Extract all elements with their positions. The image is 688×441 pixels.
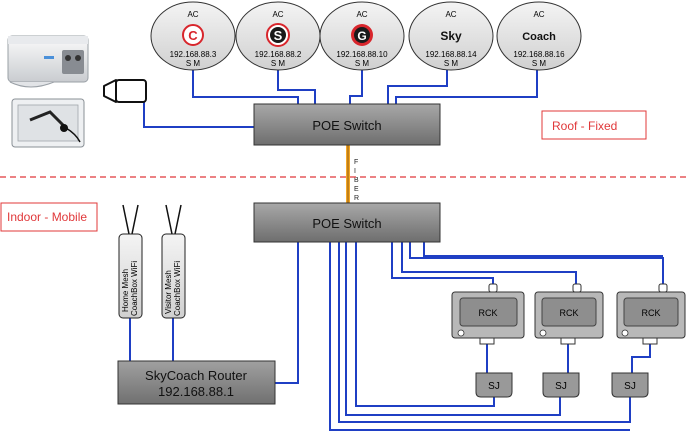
- svg-text:RCK: RCK: [641, 308, 660, 318]
- ap-sm: S M: [271, 59, 286, 68]
- indoor-poe-switch: POE Switch: [253, 202, 441, 243]
- camera-mount-open-icon: [11, 98, 85, 148]
- wifi-label: Home Mesh: [121, 269, 130, 312]
- svg-text:RCK: RCK: [478, 308, 497, 318]
- ap-top-label: AC: [533, 10, 544, 19]
- indoor-zone-label: Indoor - Mobile: [0, 202, 98, 232]
- ap-ip: 192.168.88.16: [513, 50, 565, 59]
- link-switch-sj2: [345, 242, 561, 416]
- ap-ip: 192.168.88.14: [425, 50, 477, 59]
- link-switch-rck3: [409, 242, 664, 289]
- ap-sm: S M: [186, 59, 201, 68]
- link-switch-rck1: [391, 242, 494, 289]
- link-ap3-switch: [349, 70, 363, 104]
- ap-top-label: AC: [445, 10, 456, 19]
- svg-text:SJ: SJ: [624, 381, 636, 392]
- fiber-letter: I: [354, 168, 356, 175]
- link-ap5-switch: [395, 70, 538, 104]
- network-links: [129, 70, 664, 431]
- link-switch-sj1: [355, 242, 495, 407]
- fiber-letter: E: [354, 186, 359, 193]
- wifi-label: Visitor Mesh: [164, 270, 173, 314]
- wifi-device: Visitor Mesh CoachBox WiFi: [161, 204, 186, 319]
- ap-top-label: AC: [187, 10, 198, 19]
- access-point: AC G 192.168.88.10 S M: [319, 1, 405, 71]
- fiber-letter: F: [354, 159, 358, 166]
- svg-text:C: C: [188, 28, 198, 43]
- ap-top-label: AC: [272, 10, 283, 19]
- ap-sm: S M: [444, 59, 459, 68]
- access-point: AC Coach 192.168.88.16 S M: [496, 1, 582, 71]
- fiber-letter: B: [354, 177, 359, 184]
- wifi-label: CoachBox WiFi: [130, 261, 139, 316]
- video-camera-icon: [103, 79, 147, 103]
- svg-text:G: G: [357, 29, 366, 43]
- access-point: AC C 192.168.88.3 S M: [150, 1, 236, 71]
- svg-text:Indoor - Mobile: Indoor - Mobile: [7, 210, 87, 224]
- ap-top-label: AC: [356, 10, 367, 19]
- junction-sj: SJ: [542, 372, 580, 398]
- svg-text:POE Switch: POE Switch: [312, 216, 381, 231]
- link-switch-sj3: [338, 242, 631, 423]
- s-logo-icon: S: [266, 23, 290, 47]
- svg-text:S: S: [274, 28, 283, 43]
- skycoach-router: SkyCoach Router 192.168.88.1: [117, 360, 276, 405]
- link-camera-switch: [143, 94, 254, 128]
- ap-sm: S M: [532, 59, 547, 68]
- ap-ip: 192.168.88.2: [255, 50, 302, 59]
- rack-unit: RCK: [534, 283, 604, 345]
- svg-text:Roof - Fixed: Roof - Fixed: [552, 119, 617, 133]
- link-ap2-switch: [277, 70, 316, 104]
- ap-ip: 192.168.88.10: [336, 50, 388, 59]
- link-ap1-switch: [192, 70, 299, 104]
- ap-logo-text: Coach: [522, 31, 556, 43]
- wifi-device: Home Mesh CoachBox WiFi: [118, 204, 143, 319]
- access-point: AC Sky 192.168.88.14 S M: [408, 1, 494, 71]
- roof-zone-label: Roof - Fixed: [541, 110, 647, 140]
- svg-text:POE Switch: POE Switch: [312, 118, 381, 133]
- ap-sm: S M: [355, 59, 370, 68]
- roof-poe-switch: POE Switch: [253, 103, 441, 146]
- link-switch-rck2: [401, 242, 577, 289]
- svg-text:SJ: SJ: [488, 381, 500, 392]
- g-logo-icon: G: [351, 24, 373, 46]
- junction-sj: SJ: [475, 372, 513, 398]
- rack-unit: RCK: [616, 283, 686, 345]
- outdoor-camera-housing-icon: [7, 35, 89, 88]
- link-rck3-sj3: [631, 344, 651, 373]
- fiber-label: F I B E R: [354, 159, 359, 202]
- red-c-logo-icon: C: [182, 24, 204, 46]
- fiber-link: F I B E R: [346, 145, 359, 203]
- svg-text:SJ: SJ: [555, 381, 567, 392]
- wifi-label: CoachBox WiFi: [173, 261, 182, 316]
- router-ip: 192.168.88.1: [158, 384, 234, 399]
- rack-unit: RCK: [451, 283, 525, 345]
- ap-ip: 192.168.88.3: [170, 50, 217, 59]
- access-point: AC S 192.168.88.2 S M: [235, 1, 321, 71]
- link-switch-rck3b: [423, 242, 663, 257]
- junction-sj: SJ: [611, 372, 649, 398]
- link-switch-sj3b: [329, 242, 630, 431]
- link-ap4-switch: [387, 70, 448, 104]
- router-name: SkyCoach Router: [145, 368, 248, 383]
- link-switch-router: [275, 242, 299, 384]
- fiber-letter: R: [354, 195, 359, 202]
- svg-text:RCK: RCK: [559, 308, 578, 318]
- ap-logo-text: Sky: [440, 29, 462, 43]
